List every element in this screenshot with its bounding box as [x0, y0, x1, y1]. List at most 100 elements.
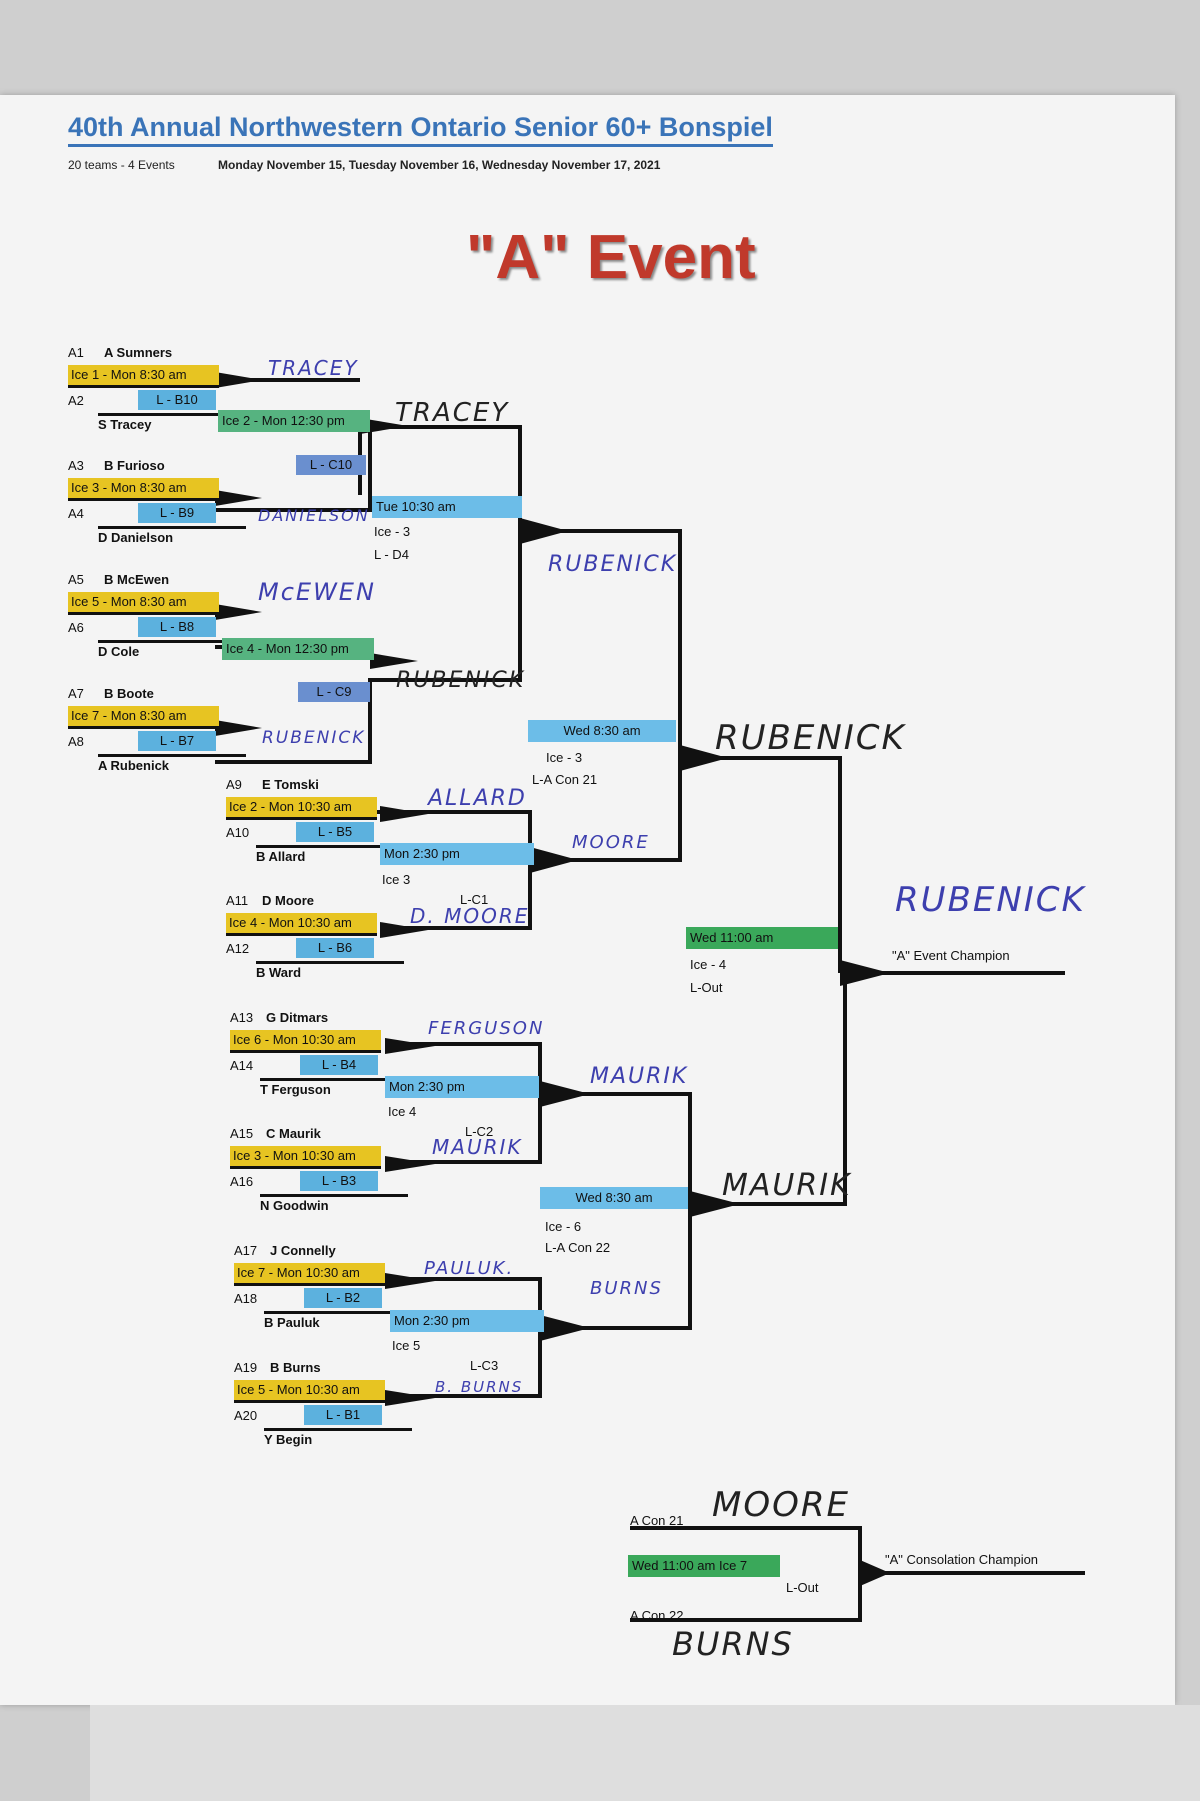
- loser-bracket: L - B7: [138, 731, 216, 751]
- semi-ice: Ice - 3: [546, 750, 583, 765]
- team-top: J Connelly: [270, 1243, 336, 1258]
- final-slot: Wed 11:00 am: [686, 927, 838, 949]
- match-code: A17: [234, 1243, 258, 1258]
- consolation-champion-label: "A" Consolation Champion: [885, 1552, 1039, 1567]
- r2-loser: L-C1: [460, 892, 489, 907]
- game-slot: Ice 2 - Mon 10:30 am: [226, 797, 377, 820]
- event-title: "A" Event: [466, 223, 756, 292]
- match-code: A2: [68, 393, 84, 408]
- team-top: B Burns: [270, 1360, 321, 1375]
- game-slot: Ice 3 - Mon 10:30 am: [230, 1146, 381, 1169]
- winner-handwritten: RUBENICK: [548, 552, 678, 577]
- match-code: A10: [226, 825, 250, 840]
- loser-bracket: L - B9: [138, 503, 216, 523]
- r2-ice: Ice 3: [382, 872, 411, 887]
- final-ice: Ice - 4: [690, 957, 727, 972]
- game-slot: Ice 1 - Mon 8:30 am: [68, 365, 219, 388]
- match-code: A20: [234, 1408, 258, 1423]
- con21-label: A Con 21: [630, 1513, 684, 1528]
- team-top: B Furioso: [104, 458, 165, 473]
- winner-handwritten: DANIELSON: [258, 506, 370, 525]
- team-bottom: Y Begin: [264, 1428, 412, 1447]
- match-code: A16: [230, 1174, 254, 1189]
- team-top: G Ditmars: [266, 1010, 329, 1025]
- r2-ice: Ice 5: [392, 1338, 421, 1353]
- match-code: A3: [68, 458, 84, 473]
- match-code: A14: [230, 1058, 254, 1073]
- loser-bracket: L - B2: [304, 1288, 382, 1308]
- game-slot: Ice 5 - Mon 10:30 am: [234, 1380, 385, 1403]
- match-code: A18: [234, 1291, 258, 1306]
- semi-loser: L-A Con 22: [545, 1240, 611, 1255]
- consolation-loser: L-Out: [786, 1580, 819, 1595]
- team-bottom: S Tracey: [98, 413, 246, 432]
- game-slot: Ice 4 - Mon 10:30 am: [226, 913, 377, 936]
- team-bottom: B Ward: [256, 961, 404, 980]
- semi-slot: Wed 8:30 am: [540, 1187, 688, 1209]
- bracket-sheet: [0, 95, 1175, 1705]
- match-code: A5: [68, 572, 84, 587]
- champion-label: "A" Event Champion: [892, 948, 1010, 963]
- team-bottom: B Allard: [256, 845, 404, 864]
- r3-ice: Ice - 3: [374, 524, 411, 539]
- match-code: A12: [226, 941, 250, 956]
- semi-slot: Wed 8:30 am: [528, 720, 676, 742]
- semi-ice: Ice - 6: [545, 1219, 582, 1234]
- page-title: 40th Annual Northwestern Ontario Senior …: [68, 112, 773, 147]
- match-code: A7: [68, 686, 84, 701]
- winner-handwritten: TRACEY: [395, 398, 510, 428]
- r3-slot: Tue 10:30 am: [372, 496, 522, 518]
- team-bottom: B Pauluk: [264, 1311, 412, 1330]
- loser-bracket: L - B6: [296, 938, 374, 958]
- game-slot: Ice 7 - Mon 10:30 am: [234, 1263, 385, 1286]
- winner-handwritten: MAURIK: [590, 1064, 689, 1089]
- team-top: C Maurik: [266, 1126, 321, 1141]
- team-bottom: A Rubenick: [98, 754, 246, 773]
- loser-bracket: L - B10: [138, 390, 216, 410]
- r2-slot: Mon 2:30 pm: [385, 1076, 539, 1098]
- con22-handwritten: BURNS: [672, 1625, 794, 1663]
- winner-handwritten: RUBENICK: [396, 668, 526, 693]
- winner-handwritten: TRACEY: [268, 356, 359, 380]
- winner-handwritten: ALLARD: [428, 786, 527, 811]
- con22-label: A Con 22: [630, 1608, 684, 1623]
- con21-handwritten: MOORE: [712, 1485, 850, 1525]
- match-code: A8: [68, 734, 84, 749]
- winner-handwritten: BURNS: [590, 1278, 663, 1299]
- r2-loser: L-C3: [470, 1358, 499, 1373]
- winner-handwritten: RUBENICK: [262, 728, 366, 748]
- winner-handwritten: MAURIK: [432, 1135, 523, 1159]
- team-bottom: T Ferguson: [260, 1078, 408, 1097]
- r2-slot: Ice 4 - Mon 12:30 pm: [222, 638, 374, 660]
- winner-handwritten: MAURIK: [722, 1168, 852, 1203]
- final-loser: L-Out: [690, 980, 723, 995]
- winner-handwritten: RUBENICK: [715, 718, 906, 758]
- semi-loser: L-A Con 21: [532, 772, 598, 787]
- r2-ice: Ice 4: [388, 1104, 417, 1119]
- team-top: D Moore: [262, 893, 314, 908]
- r2-loser: L-C2: [465, 1124, 494, 1139]
- match-code: A19: [234, 1360, 258, 1375]
- loser-bracket: L - B1: [304, 1405, 382, 1425]
- game-slot: Ice 6 - Mon 10:30 am: [230, 1030, 381, 1053]
- winner-handwritten: B. BURNS: [435, 1378, 524, 1396]
- r2-slot: Ice 2 - Mon 12:30 pm: [218, 410, 370, 432]
- team-top: E Tomski: [262, 777, 319, 792]
- match-code: A9: [226, 777, 242, 792]
- winner-handwritten: D. MOORE: [410, 904, 530, 928]
- champion-handwritten: RUBENICK: [895, 880, 1086, 920]
- winner-handwritten: MOORE: [572, 832, 650, 853]
- loser-bracket: L - B5: [296, 822, 374, 842]
- match-code: A15: [230, 1126, 254, 1141]
- r2-loser: L - C10: [296, 455, 366, 475]
- r3-loser: L - D4: [374, 547, 409, 562]
- team-bottom: D Cole: [98, 640, 246, 659]
- team-top: A Sumners: [104, 345, 173, 360]
- match-code: A11: [226, 893, 249, 908]
- event-dates: Monday November 15, Tuesday November 16,…: [218, 158, 661, 172]
- team-bottom: N Goodwin: [260, 1194, 408, 1213]
- match-code: A1: [68, 345, 84, 360]
- match-code: A6: [68, 620, 84, 635]
- loser-bracket: L - B3: [300, 1171, 378, 1191]
- teams-events: 20 teams - 4 Events: [68, 158, 175, 172]
